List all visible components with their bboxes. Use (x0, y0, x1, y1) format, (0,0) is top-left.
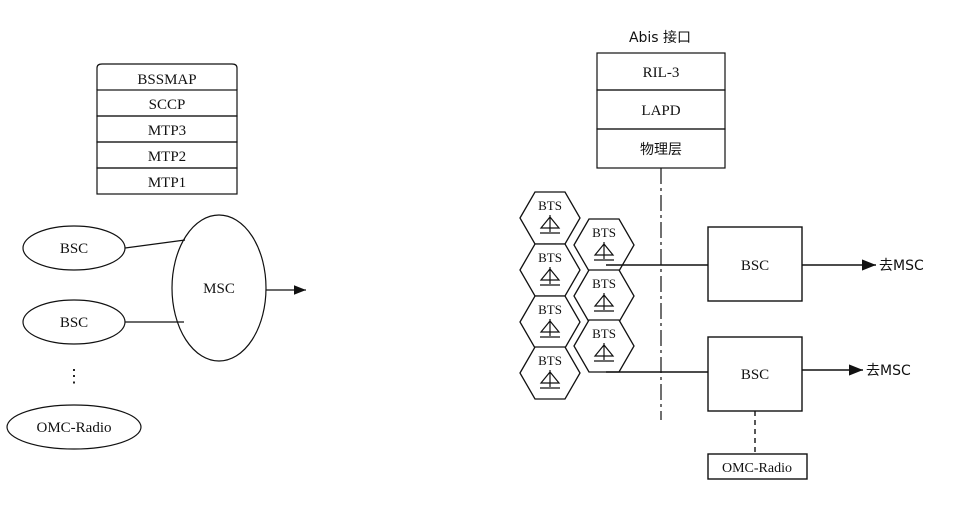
link-bsc1-msc (124, 239, 186, 249)
bts-cluster: BTS BTS BTS BTS BTS BTS BTS (519, 191, 635, 400)
omc-radio-node-left (6, 404, 142, 450)
bsc-label-2: BSC (60, 315, 88, 331)
antenna-icon (593, 343, 615, 362)
omc-radio-label-right: OMC-Radio (722, 461, 792, 476)
left-protocol-stack (96, 63, 238, 195)
antenna-icon (593, 242, 615, 261)
bsc-box-top (707, 226, 803, 302)
antenna-icon (539, 215, 561, 234)
stack-layer-mtp1 (96, 167, 238, 195)
antenna-icon (593, 293, 615, 312)
abis-label-physical: 物理层 (640, 142, 682, 158)
abis-interface-title: Abis 接口 (629, 29, 691, 46)
antenna-icon (539, 319, 561, 338)
omc-radio-label-left: OMC-Radio (37, 420, 112, 436)
stack-label-sccp: SCCP (149, 97, 186, 113)
stack-label-mtp2: MTP2 (148, 149, 186, 165)
omc-radio-box-right (707, 453, 808, 480)
to-msc-label-top: 去MSC (879, 258, 924, 274)
bsc-label-1: BSC (60, 241, 88, 257)
bts-label: BTS (538, 250, 562, 265)
bts-label: BTS (592, 326, 616, 341)
abis-label-ril3: RIL-3 (643, 65, 680, 81)
bts-label: BTS (538, 353, 562, 368)
bts-label: BTS (538, 302, 562, 317)
to-msc-label-bottom: 去MSC (866, 363, 911, 379)
msc-node (171, 214, 267, 362)
antenna-icon (539, 370, 561, 389)
antenna-icon (539, 267, 561, 286)
bsc-label-top: BSC (741, 258, 769, 274)
bsc-label-bottom: BSC (741, 367, 769, 383)
vertical-ellipsis: ⋮ (65, 366, 83, 386)
abis-label-lapd: LAPD (641, 103, 680, 119)
stack-label-mtp1: MTP1 (148, 175, 186, 191)
msc-label: MSC (203, 281, 235, 297)
stack-label-mtp3: MTP3 (148, 123, 186, 139)
stack-label-bssmap: BSSMAP (137, 72, 196, 88)
stack-cap (96, 63, 238, 90)
bts-label: BTS (538, 198, 562, 213)
bts-label: BTS (592, 276, 616, 291)
bts-label: BTS (592, 225, 616, 240)
